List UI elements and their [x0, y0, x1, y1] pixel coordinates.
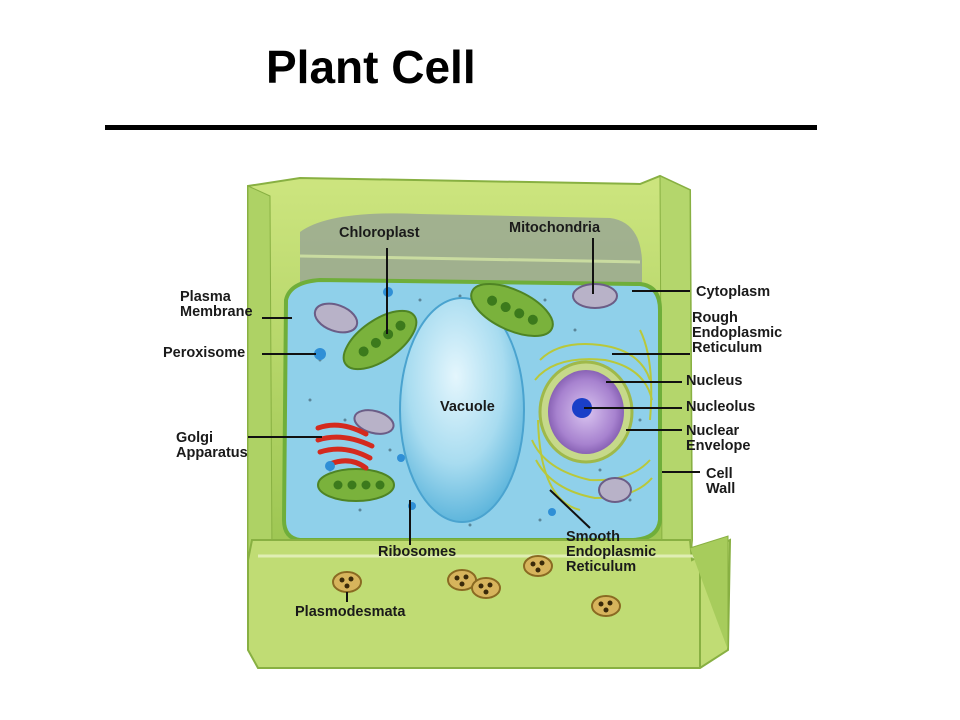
nucleus	[538, 360, 634, 464]
label-plasma-membrane: Plasma Membrane	[180, 289, 253, 320]
label-smooth-endoplasmic-reticulum: Smooth Endoplasmic Reticulum	[566, 529, 657, 575]
chloroplasts	[317, 283, 554, 502]
plasmodesmata-pits	[332, 555, 621, 617]
label-mitochondria: Mitochondria	[509, 220, 601, 236]
vacuole	[399, 297, 525, 523]
label-plasmodesmata: Plasmodesmata	[295, 604, 406, 620]
title-underline	[105, 125, 817, 130]
label-vacuole: Vacuole	[440, 399, 495, 415]
label-cytoplasm: Cytoplasm	[696, 284, 771, 300]
label-peroxisome: Peroxisome	[163, 345, 246, 361]
golgi-apparatus	[315, 422, 375, 471]
mitochondria	[313, 283, 632, 503]
label-nucleus: Nucleus	[686, 373, 743, 389]
label-nucleolus: Nucleolus	[686, 399, 756, 415]
leader-lines	[248, 238, 700, 602]
page-title: Plant Cell	[266, 41, 476, 93]
label-rough-endoplasmic-reticulum: Rough Endoplasmic Reticulum	[692, 310, 783, 356]
label-ribosomes: Ribosomes	[378, 544, 457, 560]
front-cell-wall	[247, 535, 732, 669]
label-nuclear-envelope: Nuclear Envelope	[686, 423, 751, 454]
label-golgi-apparatus: Golgi Apparatus	[176, 430, 248, 461]
label-cell-wall: Cell Wall	[706, 466, 736, 497]
peroxisomes	[314, 287, 556, 516]
label-chloroplast: Chloroplast	[339, 225, 420, 241]
